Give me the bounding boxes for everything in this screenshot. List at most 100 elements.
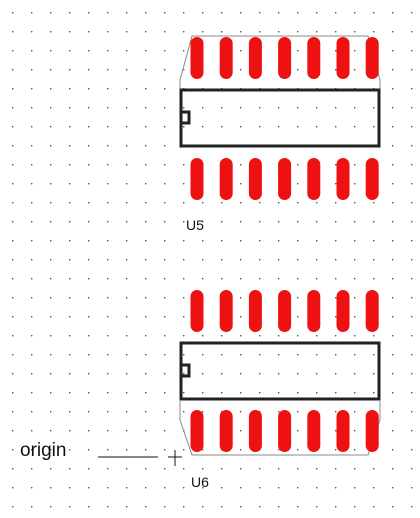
- u5-pad[interactable]: [336, 37, 350, 79]
- grid-dot: [183, 373, 185, 375]
- u6-pad[interactable]: [278, 410, 292, 452]
- u6-pad[interactable]: [248, 290, 262, 332]
- grid-dot: [50, 487, 52, 489]
- grid-dot: [259, 392, 261, 394]
- grid-dot: [316, 259, 318, 261]
- grid-dot: [316, 31, 318, 33]
- grid-dot: [145, 468, 147, 470]
- u5-pad[interactable]: [248, 37, 262, 79]
- grid-dot: [392, 183, 394, 185]
- grid-dot: [316, 373, 318, 375]
- u5-pad[interactable]: [278, 158, 292, 200]
- u6-pad[interactable]: [307, 290, 321, 332]
- grid-dot: [50, 354, 52, 356]
- grid-dot: [164, 392, 166, 394]
- grid-dot: [126, 126, 128, 128]
- u5-pad[interactable]: [248, 158, 262, 200]
- grid-dot: [335, 430, 337, 432]
- grid-dot: [145, 278, 147, 280]
- u5-pad[interactable]: [278, 37, 292, 79]
- grid-dot: [354, 335, 356, 337]
- grid-dot: [12, 31, 14, 33]
- grid-dot: [183, 69, 185, 71]
- grid-dot: [50, 240, 52, 242]
- grid-dot: [164, 50, 166, 52]
- grid-dot: [69, 316, 71, 318]
- grid-dot: [145, 373, 147, 375]
- grid-dot: [145, 259, 147, 261]
- u6-pad[interactable]: [365, 290, 379, 332]
- grid-dot: [240, 430, 242, 432]
- grid-dot: [107, 373, 109, 375]
- grid-dot: [69, 183, 71, 185]
- grid-dot: [88, 487, 90, 489]
- origin-marker[interactable]: origin: [20, 440, 182, 466]
- grid-dot: [69, 88, 71, 90]
- grid-dot: [107, 126, 109, 128]
- u6-pad[interactable]: [336, 290, 350, 332]
- u5-pad[interactable]: [190, 158, 204, 200]
- u5-pad[interactable]: [190, 37, 204, 79]
- grid-dot: [335, 107, 337, 109]
- grid-dot: [126, 50, 128, 52]
- grid-dot: [278, 126, 280, 128]
- u6-pad[interactable]: [219, 410, 233, 452]
- grid-dot: [145, 107, 147, 109]
- grid-dot: [164, 316, 166, 318]
- grid-dot: [297, 430, 299, 432]
- grid-dot: [50, 278, 52, 280]
- grid-dot: [145, 335, 147, 337]
- grid-dot: [335, 487, 337, 489]
- u6-pad[interactable]: [365, 410, 379, 452]
- u5-pad[interactable]: [365, 158, 379, 200]
- grid-dot: [50, 202, 52, 204]
- grid-dot: [69, 430, 71, 432]
- u5-pad[interactable]: [307, 37, 321, 79]
- grid-dot: [411, 107, 413, 109]
- grid-dot: [316, 278, 318, 280]
- grid-dot: [392, 392, 394, 394]
- grid-dot: [316, 107, 318, 109]
- grid-dot: [221, 354, 223, 356]
- u5-pad[interactable]: [219, 37, 233, 79]
- grid-dot: [88, 221, 90, 223]
- grid-dot: [69, 392, 71, 394]
- grid-dot: [221, 468, 223, 470]
- grid-dot: [50, 145, 52, 147]
- grid-dot: [31, 50, 33, 52]
- grid-dot: [183, 411, 185, 413]
- grid-dot: [392, 88, 394, 90]
- component-u5[interactable]: U5: [179, 35, 381, 233]
- grid-dot: [202, 278, 204, 280]
- grid-dot: [278, 392, 280, 394]
- u6-pad[interactable]: [190, 410, 204, 452]
- u6-pad[interactable]: [336, 410, 350, 452]
- u5-pad[interactable]: [365, 37, 379, 79]
- u6-pad[interactable]: [190, 290, 204, 332]
- u6-pad[interactable]: [278, 290, 292, 332]
- grid-dot: [164, 240, 166, 242]
- u6-pad[interactable]: [248, 410, 262, 452]
- grid-dot: [354, 354, 356, 356]
- grid-dot: [297, 506, 299, 508]
- grid-dot: [12, 316, 14, 318]
- grid-dot: [12, 411, 14, 413]
- grid-dot: [31, 107, 33, 109]
- u6-pad[interactable]: [307, 410, 321, 452]
- grid-dot: [316, 202, 318, 204]
- grid-dot: [221, 259, 223, 261]
- grid-dot: [183, 335, 185, 337]
- u5-pad[interactable]: [307, 158, 321, 200]
- u5-pad[interactable]: [336, 158, 350, 200]
- grid-dot: [335, 411, 337, 413]
- grid-dot: [240, 126, 242, 128]
- grid-dot: [221, 221, 223, 223]
- grid-dot: [69, 126, 71, 128]
- u6-pad[interactable]: [219, 290, 233, 332]
- component-u6[interactable]: U6: [179, 290, 381, 490]
- grid-dot: [50, 449, 52, 451]
- u5-pad[interactable]: [219, 158, 233, 200]
- grid-dot: [373, 506, 375, 508]
- grid-dot: [354, 240, 356, 242]
